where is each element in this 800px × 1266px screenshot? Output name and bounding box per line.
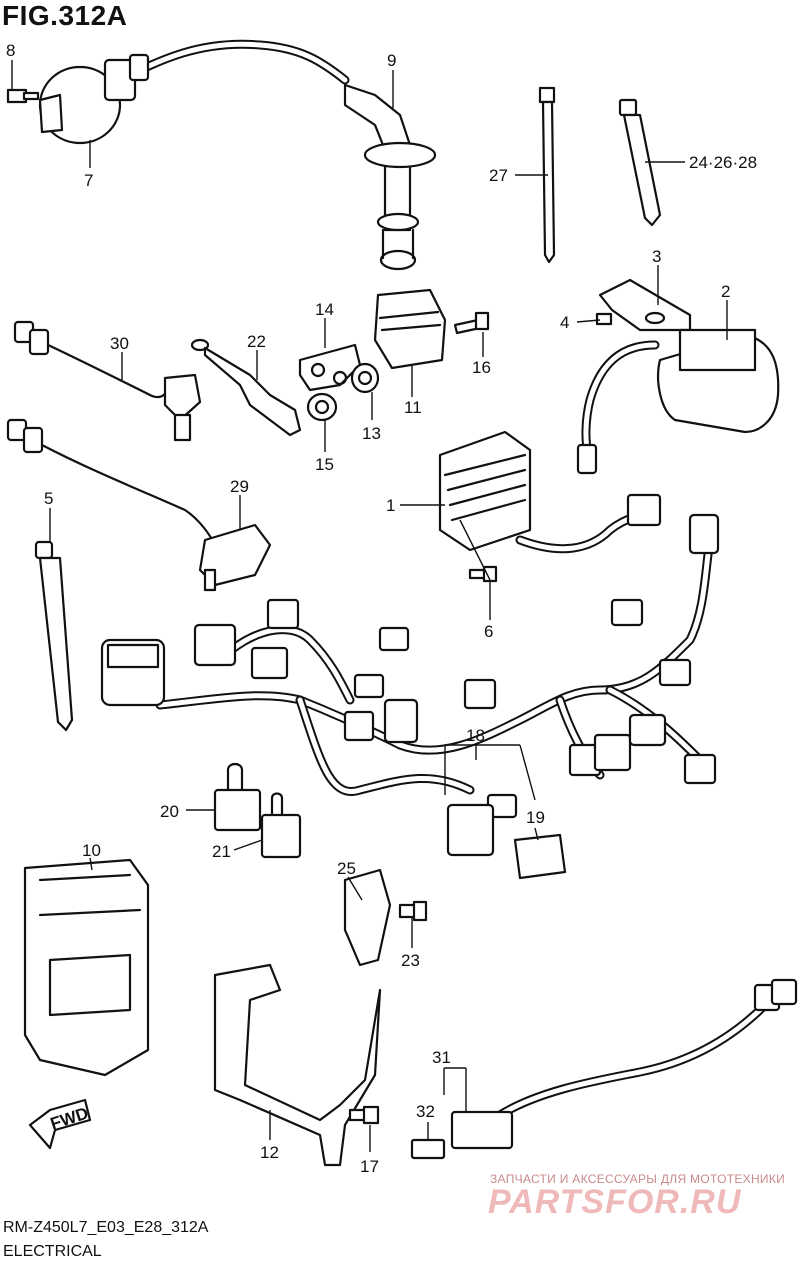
label-18: 18 <box>466 726 485 745</box>
cover-19[interactable] <box>513 833 567 880</box>
bracket-25[interactable] <box>343 868 392 967</box>
spark-plug-cap[interactable] <box>343 83 437 271</box>
label-21: 21 <box>212 842 231 861</box>
grommet-13[interactable] <box>350 362 380 394</box>
bolt-4[interactable] <box>595 312 613 326</box>
label-30: 30 <box>110 334 129 353</box>
relay-21[interactable] <box>260 792 302 859</box>
figure-code: RM-Z450L7_E03_E28_312A <box>3 1219 209 1236</box>
sensor-29[interactable] <box>6 418 272 592</box>
label-19: 19 <box>526 808 545 827</box>
watermark-logo: PARTSFOR.RU <box>488 1183 742 1221</box>
label-22: 22 <box>247 332 266 351</box>
watermark-tagline: ЗАПЧАСТИ И АКСЕССУАРЫ ДЛЯ МОТОТЕХНИКИ <box>490 1172 786 1186</box>
label-13: 13 <box>362 424 381 443</box>
label-24-26-28: 24·26·28 <box>689 153 757 172</box>
cable-tie-24[interactable] <box>618 98 662 227</box>
label-31: 31 <box>432 1048 451 1067</box>
ecm-10[interactable] <box>23 858 150 1077</box>
fwd-arrow-icon: FWD <box>28 1098 92 1150</box>
bolt-17[interactable] <box>348 1105 380 1125</box>
label-9: 9 <box>387 51 396 70</box>
label-7: 7 <box>84 171 93 190</box>
label-5: 5 <box>44 489 53 508</box>
relay-20[interactable] <box>213 762 262 832</box>
bracket-12[interactable] <box>213 963 382 1167</box>
label-25: 25 <box>337 859 356 878</box>
bolt-8[interactable] <box>6 88 40 104</box>
label-15: 15 <box>315 455 334 474</box>
fuse-32[interactable] <box>410 1138 446 1160</box>
bracket-14[interactable] <box>298 343 362 392</box>
figure-name: ELECTRICAL <box>3 1243 102 1260</box>
label-17: 17 <box>360 1157 379 1176</box>
label-4: 4 <box>560 313 569 332</box>
label-14: 14 <box>315 300 334 319</box>
label-6: 6 <box>484 622 493 641</box>
ignition-coil[interactable] <box>38 39 350 145</box>
bracket-3[interactable] <box>598 278 692 332</box>
figure-title: FIG.312A <box>2 0 128 31</box>
leader-lines <box>11 60 728 1152</box>
main-wiring-harness[interactable] <box>100 513 720 857</box>
label-8: 8 <box>6 41 15 60</box>
relay-11[interactable] <box>373 288 447 370</box>
label-1: 1 <box>386 496 395 515</box>
cable-tie-5[interactable] <box>34 540 74 732</box>
label-3: 3 <box>652 247 661 266</box>
capacitor-2[interactable] <box>576 328 780 475</box>
regulator-1[interactable] <box>438 430 662 554</box>
bolt-23[interactable] <box>398 900 428 922</box>
cable-tie-27[interactable] <box>538 86 556 264</box>
bolt-6[interactable] <box>468 565 498 583</box>
label-29: 29 <box>230 477 249 496</box>
part-labels: 8 7 9 27 24·26·28 3 2 4 14 16 11 13 15 3… <box>6 41 757 1176</box>
label-12: 12 <box>260 1143 279 1162</box>
label-27: 27 <box>489 166 508 185</box>
bracket-22[interactable] <box>190 338 302 437</box>
label-23: 23 <box>401 951 420 970</box>
label-10: 10 <box>82 841 101 860</box>
bolt-16[interactable] <box>453 311 490 335</box>
sensor-30[interactable] <box>13 320 202 442</box>
label-2: 2 <box>721 282 730 301</box>
label-11: 11 <box>404 398 422 417</box>
sub-harness-31[interactable] <box>450 978 798 1150</box>
grommet-15[interactable] <box>306 392 338 422</box>
label-32: 32 <box>416 1102 435 1121</box>
label-20: 20 <box>160 802 179 821</box>
label-16: 16 <box>472 358 491 377</box>
